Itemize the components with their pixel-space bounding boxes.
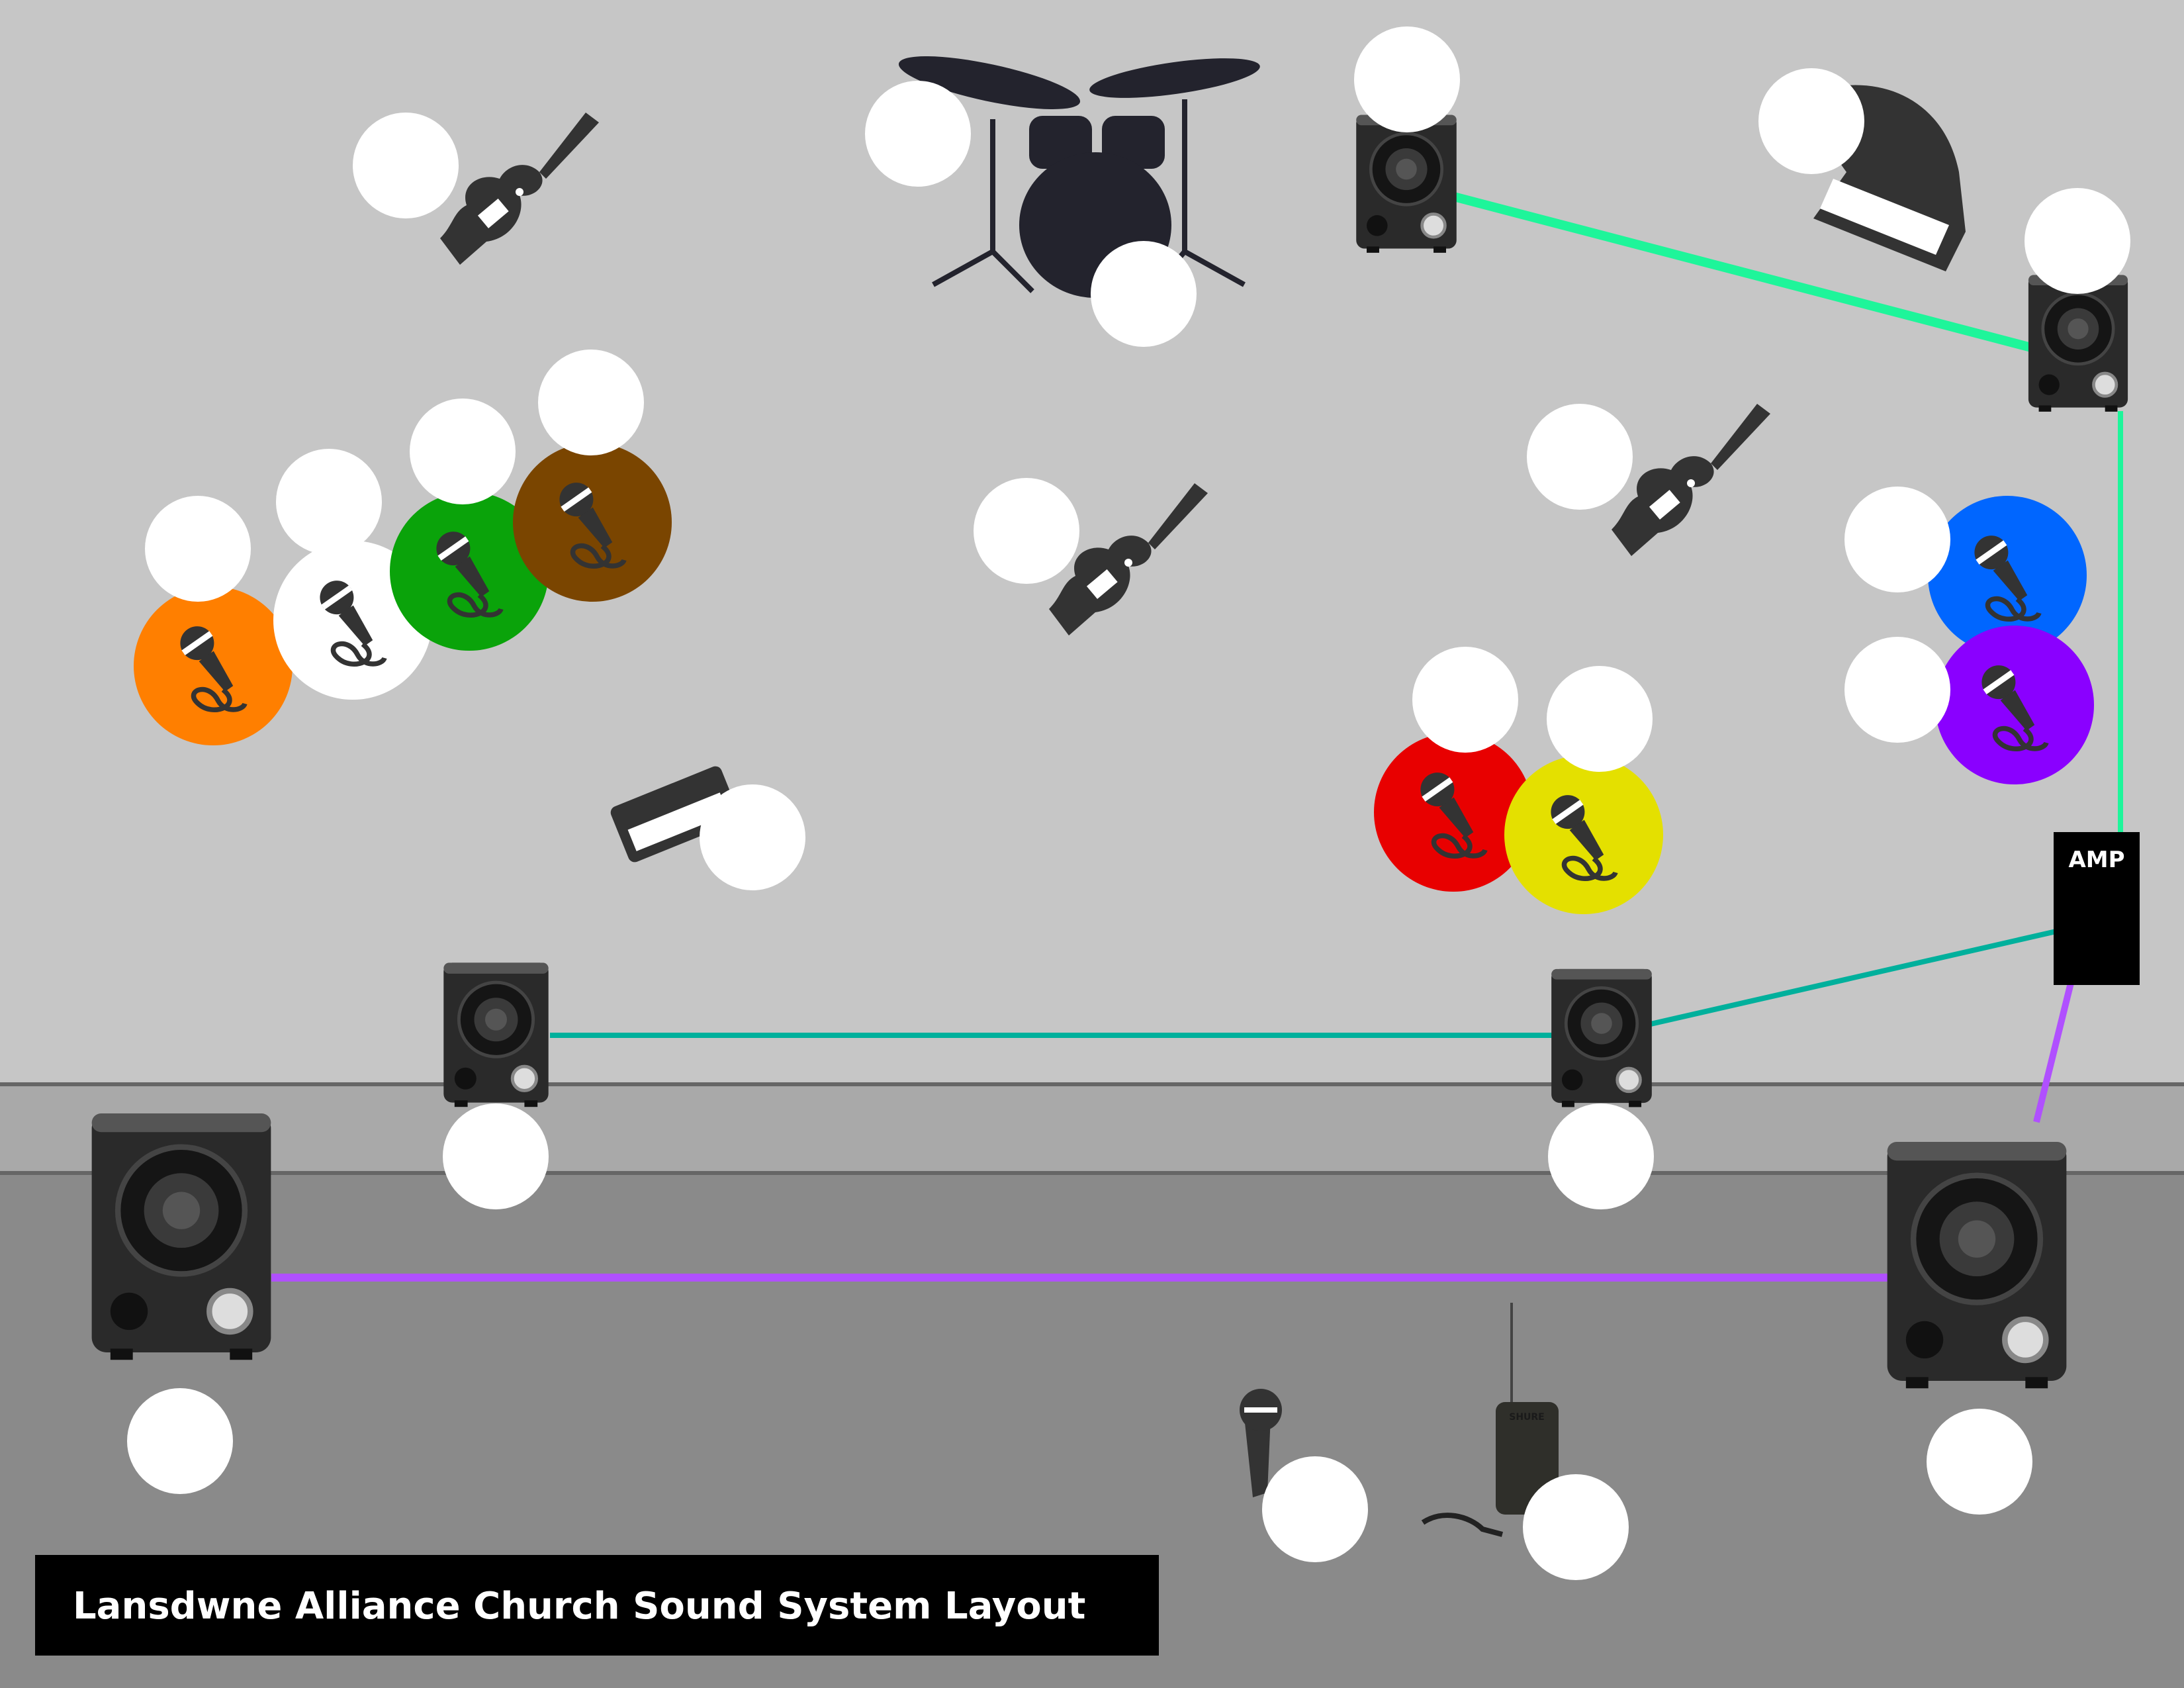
label-marker[interactable] [1412, 647, 1518, 753]
amp-label: AMP [2068, 847, 2124, 873]
keyboard-keys [627, 792, 729, 851]
vocal-mic-yellow[interactable] [1504, 755, 1663, 914]
vocal-mic-blue[interactable] [1928, 496, 2087, 655]
label-marker[interactable] [127, 1388, 233, 1494]
label-marker[interactable] [1548, 1103, 1654, 1209]
main-speaker-icon[interactable] [1888, 1142, 2067, 1388]
cymbal [898, 56, 1081, 109]
main-speaker-icon[interactable] [92, 1113, 271, 1360]
monitor-speaker-icon[interactable] [1551, 969, 1652, 1107]
cymbal [1089, 58, 1260, 98]
stage-apron [0, 1084, 2184, 1173]
label-marker[interactable] [1091, 241, 1197, 347]
monitor-speaker-icon[interactable] [2028, 275, 2128, 411]
label-marker[interactable] [353, 113, 459, 218]
keyboard-icon[interactable] [609, 765, 742, 865]
cable-cable-monitor-right[interactable] [1447, 191, 2035, 353]
title-text: Lansdwne Alliance Church Sound System La… [73, 1585, 1085, 1628]
handheld-microphone-icon[interactable] [1240, 1389, 1282, 1497]
vocal-mic-orange[interactable] [134, 586, 293, 745]
label-marker[interactable] [1523, 1474, 1629, 1580]
label-marker[interactable] [1927, 1409, 2032, 1515]
label-marker[interactable] [443, 1103, 549, 1209]
cable-cable-mains[interactable] [2033, 974, 2076, 1123]
label-marker[interactable] [276, 449, 382, 555]
monitor-speaker-icon[interactable] [1356, 115, 1457, 252]
cable-cable-monitor-front[interactable] [1650, 928, 2060, 1027]
label-marker[interactable] [1527, 404, 1633, 510]
label-marker[interactable] [865, 81, 971, 187]
vocal-mic-red[interactable] [1374, 733, 1533, 892]
label-marker[interactable] [1758, 68, 1864, 174]
label-marker[interactable] [145, 496, 251, 602]
label-marker[interactable] [410, 399, 516, 504]
label-marker[interactable] [1547, 666, 1653, 772]
monitor-speaker-icon[interactable] [443, 962, 548, 1107]
mic-handle [1244, 1417, 1271, 1497]
mic-stripe [1244, 1407, 1277, 1413]
label-marker[interactable] [1354, 26, 1460, 132]
label-marker[interactable] [974, 478, 1079, 584]
vocal-mic-purple[interactable] [1935, 626, 2094, 784]
drum-kit-icon[interactable] [895, 46, 1262, 298]
label-marker[interactable] [538, 350, 644, 455]
label-marker[interactable] [2025, 188, 2130, 294]
vocal-mic-green[interactable] [390, 492, 549, 651]
shure-logo: SHURE [1509, 1412, 1545, 1423]
drum-stand [932, 99, 1246, 293]
amplifier[interactable]: AMP [2054, 832, 2140, 985]
label-marker[interactable] [700, 784, 805, 890]
label-marker[interactable] [1844, 637, 1950, 743]
label-marker[interactable] [1844, 487, 1950, 592]
vocal-mic-brown[interactable] [513, 443, 672, 602]
piano-keys [1820, 179, 1949, 255]
title-box: Lansdwne Alliance Church Sound System La… [35, 1555, 1159, 1656]
lavalier-mic [1421, 1513, 1504, 1537]
label-marker[interactable] [1262, 1456, 1368, 1562]
